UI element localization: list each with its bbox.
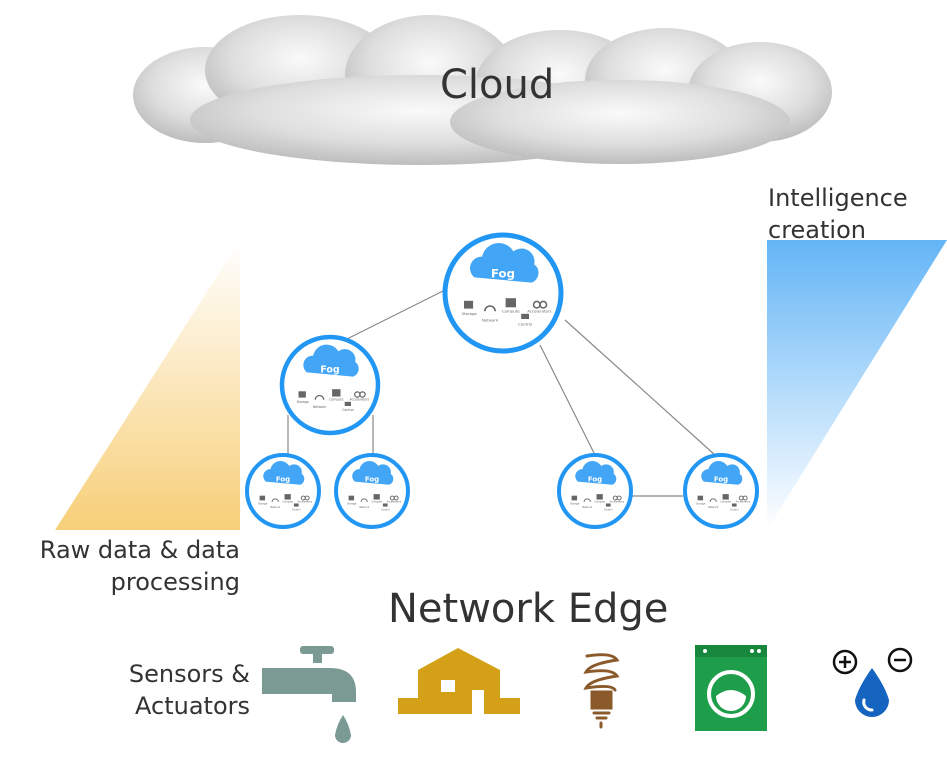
raw-data-line-1: Raw data & data xyxy=(39,536,240,564)
fog-node-leaf-1[interactable] xyxy=(245,453,321,529)
intelligence-label: Intelligence creation xyxy=(768,182,947,246)
house-icon xyxy=(398,648,520,714)
intelligence-gradient xyxy=(767,240,947,530)
washing-machine-icon xyxy=(695,645,767,731)
fog-node-top[interactable] xyxy=(442,232,564,354)
light-bulb-icon xyxy=(583,653,620,729)
raw-data-line-2: processing xyxy=(110,568,240,596)
raw-data-gradient xyxy=(55,240,240,530)
intelligence-line-1: Intelligence xyxy=(768,184,908,212)
sensors-line-1: Sensors & xyxy=(128,660,250,688)
cloud-label: Cloud xyxy=(440,62,555,108)
fog-node-mid[interactable] xyxy=(279,334,381,436)
intelligence-line-2: creation xyxy=(768,216,866,244)
sensors-line-2: Actuators xyxy=(135,692,250,720)
water-faucet-icon xyxy=(262,646,356,743)
cloud-shape xyxy=(133,15,832,165)
fog-node-leaf-3[interactable] xyxy=(557,453,633,529)
fog-node-leaf-4[interactable] xyxy=(683,453,759,529)
raw-data-label: Raw data & data processing xyxy=(8,534,240,598)
fog-connections xyxy=(287,289,716,497)
water-drop-plus-minus-icon xyxy=(832,647,913,717)
sensors-label: Sensors & Actuators xyxy=(100,658,250,722)
fog-node-leaf-2[interactable] xyxy=(334,453,410,529)
network-edge-label: Network Edge xyxy=(388,586,669,632)
